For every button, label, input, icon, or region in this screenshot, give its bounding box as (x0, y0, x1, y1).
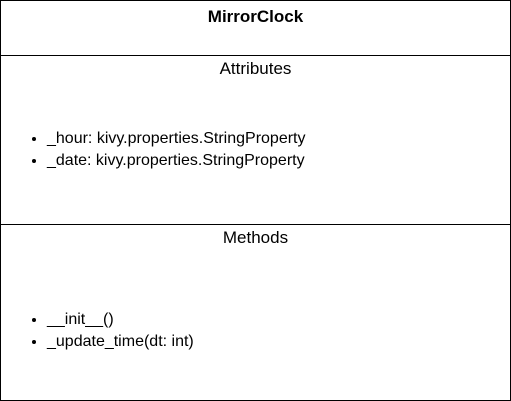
attribute-item: _date: kivy.properties.StringProperty (47, 150, 305, 172)
attributes-list: _hour: kivy.properties.StringProperty _d… (28, 128, 305, 172)
methods-compartment: Methods __init__() _update_time(dt: int) (1, 225, 510, 400)
method-item: _update_time(dt: int) (47, 331, 194, 353)
class-name: MirrorClock (207, 7, 304, 26)
method-item: __init__() (47, 309, 194, 331)
attributes-compartment: Attributes _hour: kivy.properties.String… (1, 56, 510, 225)
methods-list: __init__() _update_time(dt: int) (28, 309, 194, 353)
class-name-compartment: MirrorClock (1, 1, 510, 56)
attributes-title: Attributes (219, 59, 292, 78)
methods-title: Methods (222, 228, 289, 247)
attribute-item: _hour: kivy.properties.StringProperty (47, 128, 305, 150)
